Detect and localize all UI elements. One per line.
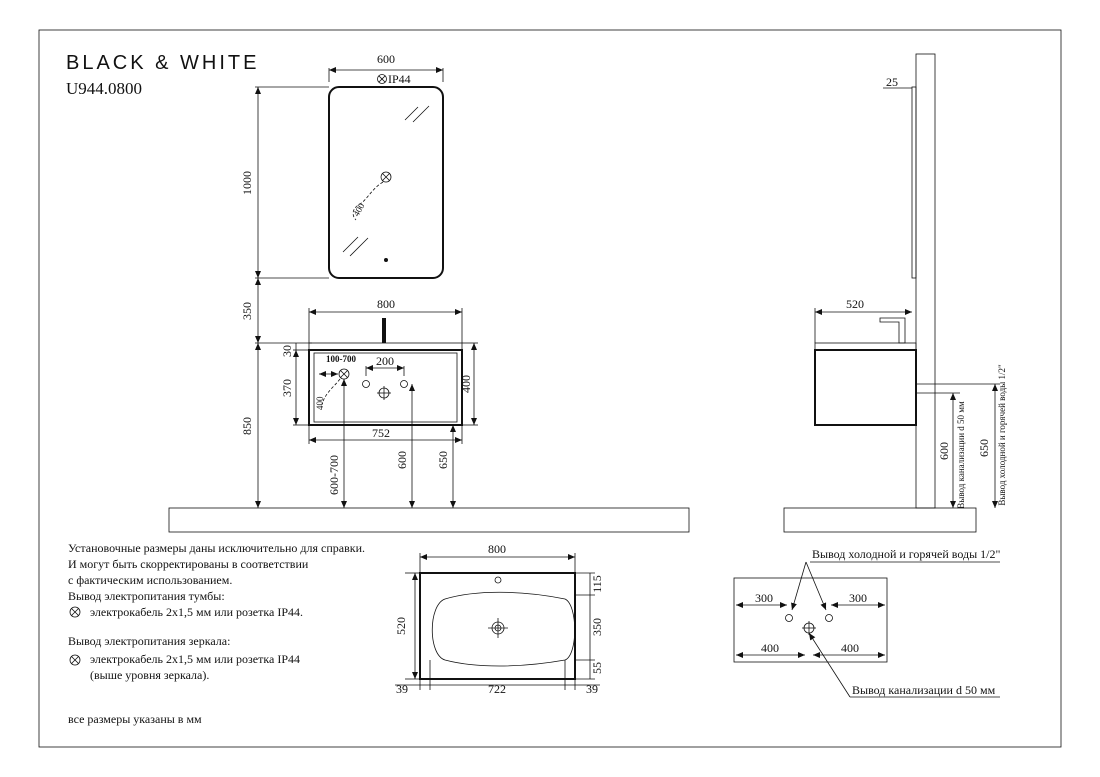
cabinet-cable-length: 400 [315, 396, 325, 410]
layout-left300-value: 300 [755, 591, 773, 605]
faucet-hole [494, 576, 502, 584]
layout-right400-value: 400 [841, 641, 859, 655]
gap-value: 350 [240, 302, 254, 320]
mirror-socket-icon [380, 171, 392, 183]
floor-side [783, 507, 977, 533]
layout-hot-outlet [825, 614, 833, 622]
mirror-cable-length: 400 [351, 201, 367, 218]
pipe-spacing-value: 200 [376, 354, 394, 368]
note-line: И могут быть скорректированы в соответст… [68, 557, 309, 571]
basin-d115-value: 115 [590, 575, 604, 593]
cabinet-drawer [313, 352, 458, 423]
faucet [382, 318, 386, 343]
units-footer: все размеры указаны в мм [68, 712, 202, 726]
note-line: электрокабель 2х1,5 мм или розетка IP44 [90, 652, 300, 666]
note-line: Установочные размеры даны исключительно … [68, 541, 365, 555]
cabinet-total-height-value: 400 [459, 375, 473, 393]
layout-drain-label: Вывод канализации d 50 мм [852, 683, 996, 697]
ip44-socket-icon [377, 74, 387, 84]
basin-d350-value: 350 [590, 618, 604, 636]
layout-water-label: Вывод холодной и горячей воды 1/2" [812, 547, 1000, 561]
mirror-cable-path [352, 181, 384, 221]
mirror-sensor [384, 258, 388, 262]
mirror-height-value: 1000 [240, 171, 254, 195]
model-number: U944.0800 [66, 79, 142, 98]
sheet-frame [38, 29, 1062, 748]
floor-height-value: 850 [240, 417, 254, 435]
layout-outline [733, 577, 888, 663]
note-line: с фактическим использованием. [68, 573, 232, 587]
cabinet-inner-width-value: 752 [372, 426, 390, 440]
basin-outline [419, 572, 576, 680]
side-view: 25 520 600 Вывод канализации d 50 мм 650… [783, 53, 1007, 533]
basin-left-value: 39 [396, 682, 408, 696]
mirror-ip-rating: IP44 [388, 72, 411, 86]
layout-right300-value: 300 [849, 591, 867, 605]
note-line: Вывод электропитания зеркала: [68, 634, 230, 648]
cabinet-height-value: 370 [280, 379, 294, 397]
basin-d55-value: 55 [590, 662, 604, 674]
basin-top-view: 800 520 115 350 55 39 722 39 [394, 542, 604, 696]
note-line: (выше уровня зеркала). [90, 668, 209, 682]
wall [915, 53, 936, 509]
basin-top [308, 342, 463, 351]
cabinet-width-value: 800 [377, 297, 395, 311]
mirror-width-value: 600 [377, 52, 395, 66]
water-height-value: 600 [395, 451, 409, 469]
mirror-glare [404, 106, 419, 121]
mirror-side [911, 86, 917, 279]
floor-front [168, 507, 690, 533]
socket-icon [69, 606, 81, 618]
side-depth-value: 520 [846, 297, 864, 311]
layout-left400-value: 400 [761, 641, 779, 655]
top-thickness-value: 30 [280, 345, 294, 357]
cabinet-side [814, 349, 917, 426]
cold-water-outlet [362, 380, 370, 388]
drain-side-label: Вывод канализации d 50 мм [956, 401, 966, 509]
note-line: электрокабель 2х1,5 мм или розетка IP44. [90, 605, 303, 619]
basin-inner-value: 722 [488, 682, 506, 696]
cabinet-cable-path [321, 378, 341, 405]
faucet-side [879, 317, 906, 344]
cabinet-front-view: 100-700 400 200 [308, 318, 463, 426]
mirror-front-view: 400 600 IP44 [328, 52, 444, 279]
mirror-glare [412, 105, 430, 123]
mirror-glare [349, 237, 369, 257]
installation-notes: Установочные размеры даны исключительно … [68, 541, 365, 726]
mirror-glare [342, 236, 359, 253]
socket-icon [69, 654, 81, 666]
wall-layout-view: Вывод холодной и горячей воды 1/2" 300 3… [733, 547, 1000, 698]
wall-offset-value: 25 [886, 75, 898, 89]
cabinet-socket-icon [338, 368, 350, 380]
mirror-outline [328, 86, 444, 279]
water-side-height-value: 650 [977, 439, 991, 457]
basin-width-value: 800 [488, 542, 506, 556]
layout-cold-outlet [785, 614, 793, 622]
socket-range-value: 100-700 [326, 354, 356, 364]
hot-water-outlet [400, 380, 408, 388]
water-side-label: Вывод холодной и горячей воды 1/2" [997, 364, 1007, 506]
socket-height-value: 600-700 [327, 455, 341, 495]
basin-right-value: 39 [586, 682, 598, 696]
basin-depth-value: 520 [394, 617, 408, 635]
cabinet-bottom-value: 650 [436, 451, 450, 469]
note-line: Вывод электропитания тумбы: [68, 589, 225, 603]
drain-height-value: 600 [937, 442, 951, 460]
cabinet-body [308, 349, 463, 426]
brand-logo: BLACK & WHITE [66, 52, 259, 74]
basin-side [814, 342, 917, 351]
